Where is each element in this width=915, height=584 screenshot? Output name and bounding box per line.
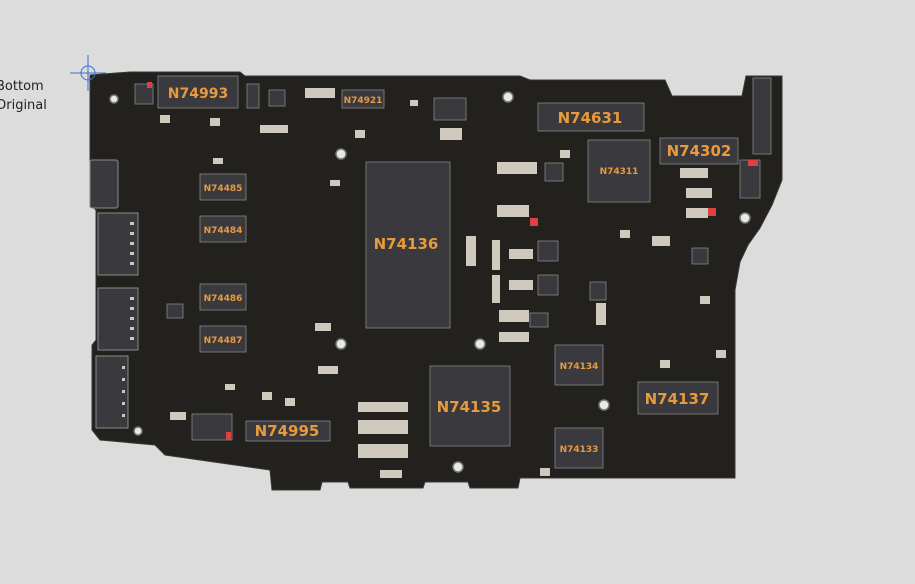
- svg-text:N74134: N74134: [560, 362, 599, 372]
- chip-n74484[interactable]: N74484: [199, 215, 247, 243]
- svg-text:N74137: N74137: [645, 390, 710, 408]
- svg-text:N74136: N74136: [374, 235, 439, 253]
- chip-n74486[interactable]: N74486: [199, 283, 247, 311]
- svg-text:N74486: N74486: [204, 294, 243, 304]
- svg-text:N74302: N74302: [667, 142, 732, 160]
- svg-text:N74487: N74487: [204, 336, 243, 346]
- chip-n74993[interactable]: N74993: [157, 75, 239, 109]
- connector-pins: [122, 222, 134, 417]
- chip-n74135[interactable]: N74135: [429, 365, 511, 447]
- svg-text:N74995: N74995: [255, 422, 320, 440]
- chip-n74631[interactable]: N74631: [537, 102, 645, 132]
- passive-components: [160, 88, 726, 478]
- chip-n74311[interactable]: N74311: [587, 139, 651, 203]
- svg-text:N74993: N74993: [168, 86, 228, 102]
- mode-label: Original: [0, 98, 47, 113]
- chip-n74137[interactable]: N74137: [637, 381, 719, 415]
- svg-text:N74484: N74484: [204, 226, 243, 236]
- chip-n74136[interactable]: N74136: [365, 161, 451, 329]
- svg-text:N74631: N74631: [558, 109, 623, 127]
- svg-text:N74485: N74485: [204, 184, 243, 194]
- chip-n74921[interactable]: N74921: [341, 89, 385, 109]
- chip-n74485[interactable]: N74485: [199, 173, 247, 201]
- svg-text:N74921: N74921: [344, 96, 383, 106]
- mounting-holes: [109, 91, 751, 473]
- dark-ics: [134, 77, 772, 441]
- chip-n74995[interactable]: N74995: [245, 420, 331, 442]
- chip-n74302[interactable]: N74302: [659, 137, 739, 165]
- origin-crosshair: [70, 55, 106, 91]
- svg-text:N74133: N74133: [560, 445, 599, 455]
- chip-n74134[interactable]: N74134: [554, 344, 604, 386]
- view-labels: Bottom Original: [0, 77, 47, 115]
- side-label: Bottom: [0, 79, 44, 94]
- chip-n74133[interactable]: N74133: [554, 427, 604, 469]
- svg-text:N74311: N74311: [600, 167, 639, 177]
- chip-n74487[interactable]: N74487: [199, 325, 247, 353]
- svg-text:N74135: N74135: [437, 398, 502, 416]
- left-connectors: [89, 159, 139, 429]
